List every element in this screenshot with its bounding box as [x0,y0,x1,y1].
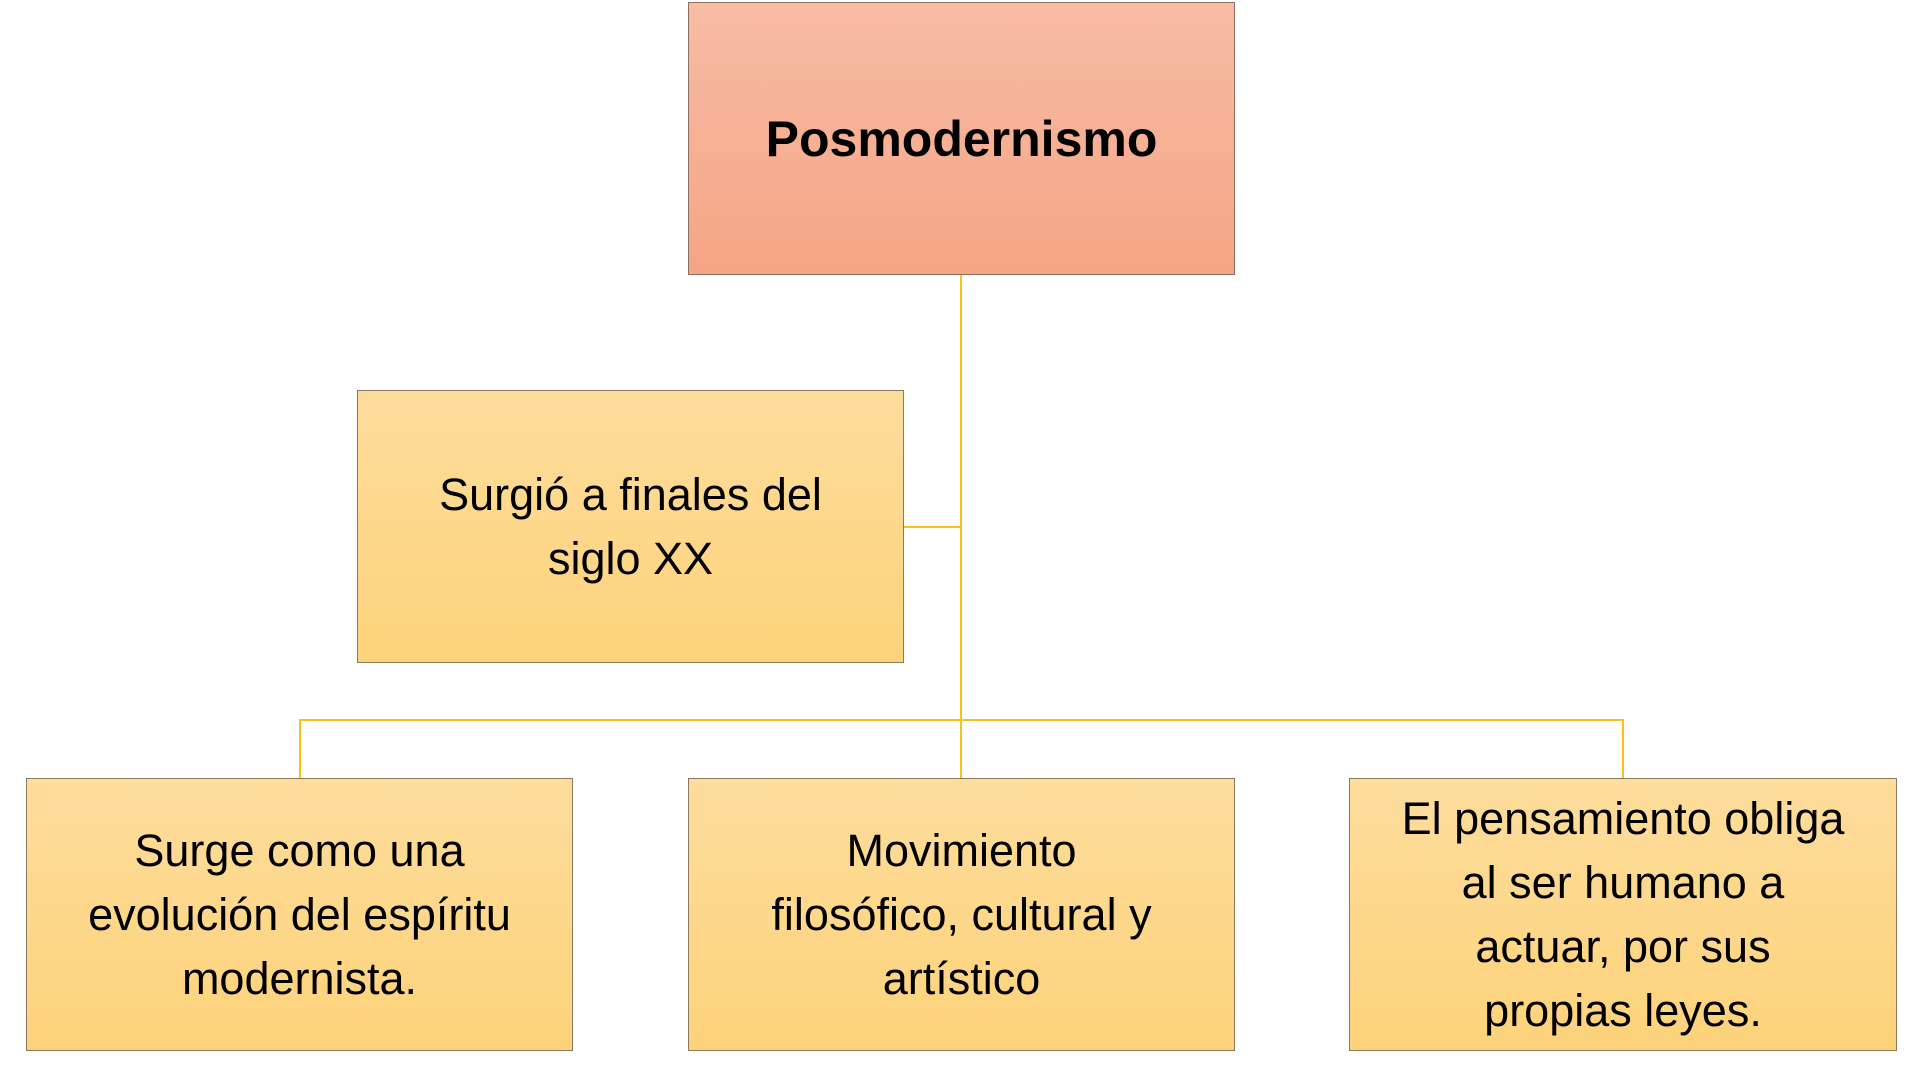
side-node: Surgió a finales del siglo XX [357,390,904,663]
node-text-line: El pensamiento obliga [1401,792,1845,844]
node-text-line: filosófico, cultural y [771,888,1152,940]
child-node-1: Surge como una evolución del espíritu mo… [26,778,573,1051]
node-text-line: siglo XX [547,532,714,584]
connector-left [299,719,301,778]
connector-side [904,526,961,528]
node-text-line: Surgió a finales del [439,468,822,520]
root-node: Posmodernismo [688,2,1235,275]
node-text-line: Movimiento [846,824,1077,876]
root-title: Posmodernismo [765,110,1158,167]
connector-trunk [960,275,962,778]
node-text-line: artístico [882,952,1041,1004]
child-node-3: El pensamiento obliga al ser humano a ac… [1349,778,1897,1051]
node-text-line: propias leyes. [1484,984,1762,1036]
child-node-2: Movimiento filosófico, cultural y artíst… [688,778,1235,1051]
node-text-line: modernista. [181,952,418,1004]
node-text-line: al ser humano a [1461,856,1785,908]
connector-horizontal [299,719,1624,721]
connector-right [1622,719,1624,778]
node-text-line: actuar, por sus [1475,920,1771,972]
node-text-line: Surge como una [134,824,465,876]
node-text-line: evolución del espíritu [88,888,511,940]
